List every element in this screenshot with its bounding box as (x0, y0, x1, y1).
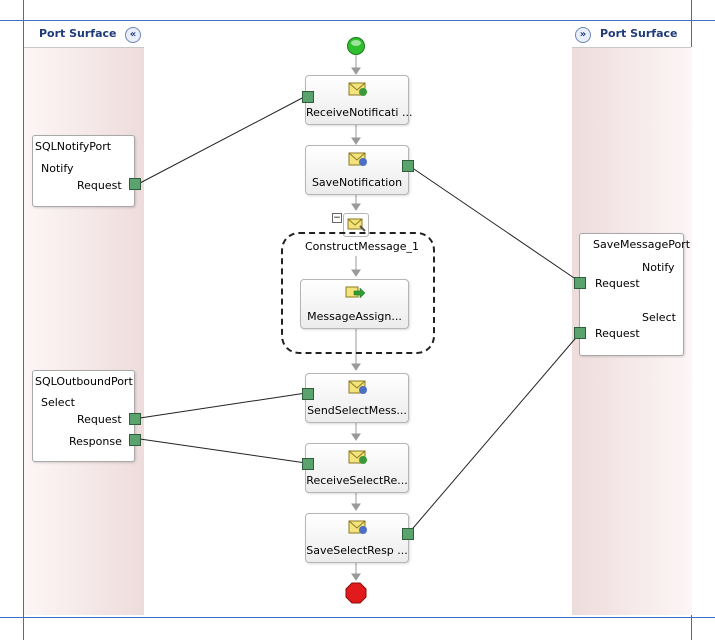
port-message: Request (77, 179, 122, 192)
port-connector[interactable] (129, 413, 141, 425)
send-shape[interactable]: SaveSelectResp ... (305, 513, 409, 563)
construct-message-scope[interactable] (281, 232, 435, 354)
port-operation: Notify (41, 162, 74, 175)
collapse-toggle[interactable]: − (332, 213, 342, 223)
double-chevron-right-icon[interactable]: » (575, 27, 591, 43)
guide-line-left (23, 0, 24, 640)
message-assign-icon (345, 286, 365, 299)
save-message-port[interactable]: SaveMessagePort Notify Request Select Re… (579, 233, 690, 356)
port-name: SaveMessagePort (593, 238, 691, 251)
port-operation: Select (642, 311, 676, 324)
port-connector[interactable] (574, 277, 586, 289)
port-name: SQLOutboundPort (35, 375, 133, 388)
port-message: Request (595, 327, 640, 340)
send-shape[interactable]: SendSelectMess... (305, 373, 409, 423)
double-chevron-left-icon[interactable]: « (125, 27, 141, 43)
sql-notify-port[interactable]: SQLNotifyPort Notify Request (32, 135, 135, 207)
port-operation: Notify (642, 261, 675, 274)
send-message-icon (348, 380, 367, 394)
send-message-icon (348, 152, 367, 166)
shape-label: ReceiveNotificati ... (306, 106, 413, 119)
shape-connector[interactable] (402, 160, 414, 172)
shape-connector[interactable] (302, 458, 314, 470)
start-shape (347, 37, 365, 55)
port-name: SQLNotifyPort (35, 140, 112, 153)
port-connector[interactable] (129, 434, 141, 446)
shape-connector[interactable] (302, 91, 314, 103)
right-port-surface-title: Port Surface (600, 27, 678, 40)
construct-message-label: ConstructMessage_1 (305, 240, 419, 253)
port-message: Request (595, 277, 640, 290)
send-shape[interactable]: SaveNotification (305, 145, 409, 195)
shape-label: ReceiveSelectRe... (306, 474, 408, 487)
port-connector[interactable] (129, 178, 141, 190)
shape-label: MessageAssign... (307, 310, 402, 323)
shape-connector[interactable] (302, 388, 314, 400)
port-connector[interactable] (574, 327, 586, 339)
end-shape (345, 582, 367, 604)
receive-message-icon (348, 82, 367, 96)
left-port-surface-title: Port Surface (39, 27, 117, 40)
message-assign-shape[interactable]: MessageAssign... (300, 279, 409, 329)
port-request: Request (77, 413, 122, 426)
send-message-icon (348, 520, 367, 534)
guide-line-bottom (0, 617, 715, 618)
receive-shape[interactable]: ReceiveSelectRe... (305, 443, 409, 493)
shape-label: SaveSelectResp ... (306, 544, 408, 557)
receive-shape[interactable]: ReceiveNotificati ... (305, 75, 413, 125)
guide-line-top (0, 20, 715, 21)
port-response: Response (69, 435, 122, 448)
sql-outbound-port[interactable]: SQLOutboundPort Select Request Response (32, 370, 135, 462)
left-port-surface-header: Port Surface « (24, 23, 144, 48)
shape-connector[interactable] (402, 528, 414, 540)
right-port-surface-header: » Port Surface (572, 23, 691, 48)
receive-message-icon (348, 450, 367, 464)
shape-label: SendSelectMess... (307, 404, 407, 417)
shape-label: SaveNotification (311, 176, 403, 189)
port-operation: Select (41, 396, 75, 409)
